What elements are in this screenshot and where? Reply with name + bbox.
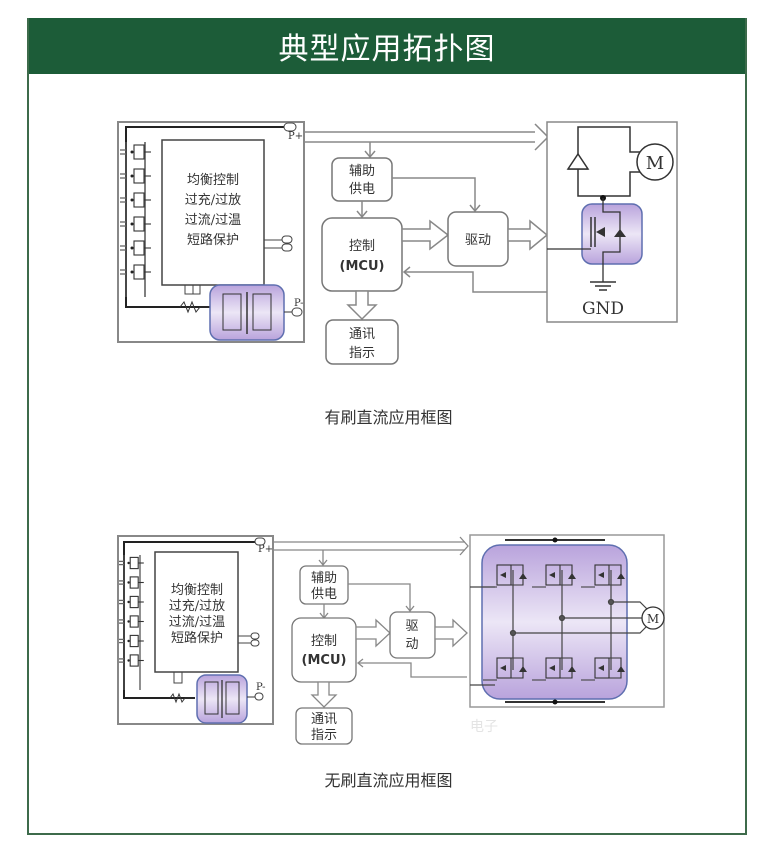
cell-mosfet-array bbox=[120, 144, 151, 280]
bms-line-3: 过流/过温 bbox=[169, 615, 225, 630]
bms-line-4: 短路保护 bbox=[187, 232, 239, 248]
brushed-dc-diagram: 均衡控制 过充/过放 过流/过温 短路保护 P+ P- 辅助 bbox=[117, 121, 678, 365]
watermark: 电子 bbox=[470, 719, 498, 735]
aux-line-2: 供电 bbox=[311, 587, 337, 602]
motor-label: M bbox=[647, 612, 659, 626]
cell-mosfet bbox=[120, 144, 151, 160]
cell-mosfet bbox=[120, 264, 151, 280]
comm-connector bbox=[264, 235, 293, 252]
three-phase-bridge-panel bbox=[469, 534, 665, 708]
aux-line-1: 辅助 bbox=[349, 164, 375, 179]
connector-p-plus: P+ bbox=[283, 122, 303, 142]
mcu-line-2: (MCU) bbox=[340, 259, 385, 274]
motor-icon: M bbox=[641, 606, 665, 630]
bridge-mosfet bbox=[532, 564, 576, 588]
bridge-mosfet bbox=[581, 657, 625, 681]
comm-line-2: 指示 bbox=[311, 728, 337, 743]
cell-mosfet-array bbox=[119, 556, 144, 667]
low-side-mosfet bbox=[547, 195, 643, 282]
brushed-dc-caption: 有刷直流应用框图 bbox=[324, 408, 453, 427]
p-plus-label: P+ bbox=[258, 544, 273, 555]
p-plus-label: P+ bbox=[288, 131, 303, 142]
header-bar: 典型应用拓扑图 bbox=[27, 18, 747, 74]
gate-drive-lines bbox=[470, 586, 495, 686]
cell-mosfet bbox=[119, 595, 144, 609]
bms-line-2: 过充/过放 bbox=[185, 192, 241, 208]
driver-line-1: 驱 bbox=[405, 619, 418, 634]
content-frame bbox=[27, 18, 747, 835]
driver-to-power-arrow bbox=[434, 618, 468, 648]
cell-mosfet bbox=[120, 168, 151, 184]
comm-line-1: 通讯 bbox=[311, 712, 337, 727]
cell-mosfet bbox=[119, 654, 144, 667]
cell-mosfet bbox=[120, 240, 151, 256]
mcu-to-driver-arrow bbox=[401, 219, 450, 251]
brushless-dc-caption: 无刷直流应用框图 bbox=[324, 771, 453, 790]
current-sense-resistor bbox=[169, 672, 195, 704]
p-minus-label: P- bbox=[294, 298, 304, 309]
bms-control-block: 均衡控制 过充/过放 过流/过温 短路保护 bbox=[161, 139, 265, 286]
driver-block: 驱动 bbox=[447, 211, 509, 267]
feedback-line bbox=[356, 658, 467, 678]
mcu-line-1: 控制 bbox=[349, 239, 375, 254]
cell-mosfet bbox=[119, 634, 144, 648]
cell-mosfet bbox=[119, 556, 144, 570]
driver-to-power-arrow bbox=[507, 219, 549, 251]
power-bus-arrow bbox=[304, 123, 550, 159]
cell-mosfet bbox=[120, 192, 151, 208]
bridge-mosfet bbox=[483, 657, 527, 681]
cell-mosfet bbox=[120, 216, 151, 232]
bms-line-1: 均衡控制 bbox=[171, 583, 223, 598]
comm-connector bbox=[238, 632, 260, 647]
mcu-to-comm-arrow bbox=[310, 681, 338, 708]
bms-line-4: 短路保护 bbox=[171, 630, 223, 646]
comm-indicator-block: 通讯 指示 bbox=[325, 319, 399, 365]
bridge-mosfets bbox=[483, 564, 625, 681]
comm-indicator-block: 通讯 指示 bbox=[295, 707, 353, 745]
gnd-label: GND bbox=[582, 299, 624, 319]
page-title: 典型应用拓扑图 bbox=[278, 32, 496, 67]
mcu-block: 控制 (MCU) bbox=[321, 217, 403, 292]
comm-line-2: 指示 bbox=[349, 346, 375, 361]
current-sense-resistor bbox=[179, 285, 210, 314]
connector-p-plus: P+ bbox=[254, 537, 273, 555]
feedback-line bbox=[402, 266, 547, 293]
protection-mosfet-pair: P- bbox=[209, 284, 304, 341]
comm-line-1: 通讯 bbox=[349, 327, 375, 342]
motor-icon: M bbox=[636, 143, 674, 181]
driver-label: 驱动 bbox=[465, 233, 491, 248]
protection-mosfet-pair: P- bbox=[196, 674, 266, 724]
aux-power-block: 辅助 供电 bbox=[331, 157, 393, 202]
cell-mosfet bbox=[119, 576, 144, 589]
aux-to-driver-line bbox=[356, 177, 481, 219]
cell-mosfet bbox=[119, 615, 144, 628]
bms-line-2: 过充/过放 bbox=[169, 598, 225, 614]
flyback-diode-icon bbox=[566, 152, 590, 170]
p-minus-label: P- bbox=[256, 682, 266, 693]
mcu-line-2: (MCU) bbox=[302, 653, 347, 668]
bridge-mosfet bbox=[532, 657, 576, 681]
aux-power-block: 辅助 供电 bbox=[299, 565, 349, 605]
bms-line-1: 均衡控制 bbox=[187, 173, 239, 188]
aux-line-1: 辅助 bbox=[311, 571, 337, 586]
mcu-to-comm-arrow bbox=[346, 290, 378, 321]
ground-symbol: GND bbox=[582, 281, 624, 319]
mcu-block: 控制 (MCU) bbox=[291, 617, 357, 683]
brushless-dc-diagram: 均衡控制 过充/过放 过流/过温 短路保护 P+ P- 辅助 供电 bbox=[117, 534, 665, 745]
mcu-to-driver-arrow bbox=[355, 618, 391, 648]
power-bus-arrow bbox=[273, 536, 469, 567]
mcu-line-1: 控制 bbox=[311, 634, 337, 649]
aux-line-2: 供电 bbox=[349, 182, 375, 197]
bms-line-3: 过流/过温 bbox=[185, 213, 241, 228]
bms-control-block: 均衡控制 过充/过放 过流/过温 短路保护 bbox=[154, 551, 239, 673]
driver-block: 驱 动 bbox=[389, 611, 436, 659]
bridge-mosfet bbox=[581, 564, 625, 588]
driver-line-2: 动 bbox=[405, 637, 418, 652]
motor-label: M bbox=[646, 153, 664, 174]
